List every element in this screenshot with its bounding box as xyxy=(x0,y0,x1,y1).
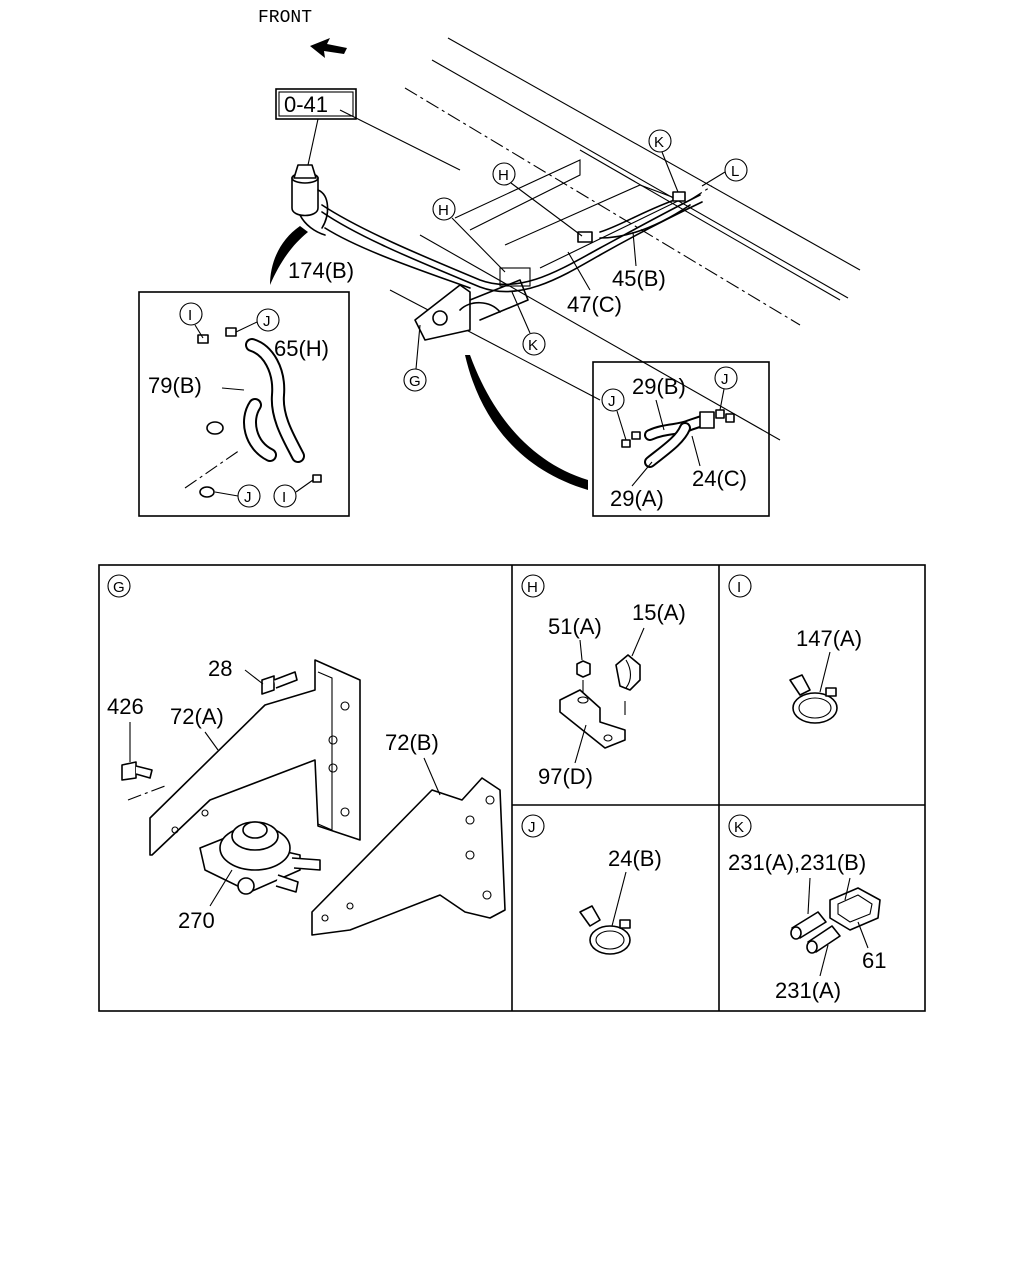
inset-right-frame xyxy=(592,361,770,517)
clamps-main xyxy=(577,185,713,243)
panel-h-letter: H xyxy=(521,574,545,598)
sleeves-231 xyxy=(790,911,841,954)
label-15a: 15(A) xyxy=(632,600,686,625)
label-28: 28 xyxy=(208,656,232,681)
label-45b: 45(B) xyxy=(612,266,666,291)
fuel-filter xyxy=(291,164,329,236)
bolt-426 xyxy=(121,761,166,801)
mounting-bracket xyxy=(414,267,531,341)
hose-assembly xyxy=(184,327,322,498)
callout-j-right: J xyxy=(714,366,738,411)
svg-text:K: K xyxy=(654,134,664,151)
label-97d: 97(D) xyxy=(538,764,593,789)
svg-text:L: L xyxy=(731,163,739,180)
label-24b: 24(B) xyxy=(608,846,662,871)
nut-51a xyxy=(576,660,591,692)
callout-j-top: J xyxy=(235,308,280,333)
svg-text:K: K xyxy=(528,337,538,354)
label-231a: 231(A) xyxy=(775,978,841,1003)
panel-k-letter: K xyxy=(728,814,752,838)
label-72b: 72(B) xyxy=(385,730,439,755)
callout-g: G xyxy=(403,324,427,392)
label-47c: 47(C) xyxy=(567,292,622,317)
detail-grid xyxy=(98,564,926,1012)
fuel-pipes xyxy=(321,194,703,293)
label-29a: 29(A) xyxy=(610,486,664,511)
bracket-72a xyxy=(149,659,361,856)
ref-box: 0-41 xyxy=(275,88,357,166)
panel-j-letter: J xyxy=(521,814,545,838)
inset-left-frame xyxy=(138,291,350,517)
svg-text:H: H xyxy=(498,167,509,184)
label-79b: 79(B) xyxy=(148,373,202,398)
svg-text:J: J xyxy=(608,393,616,410)
label-61: 61 xyxy=(862,948,886,973)
label-426: 426 xyxy=(107,694,144,719)
label-147a: 147(A) xyxy=(796,626,862,651)
callout-j-bottom: J xyxy=(214,484,261,508)
label-65h: 65(H) xyxy=(274,336,329,361)
bracket-97d xyxy=(559,689,626,749)
regulator-270 xyxy=(199,821,321,895)
callout-i-top: I xyxy=(179,302,204,339)
front-label: FRONT xyxy=(258,8,312,28)
hose-clamp-147a xyxy=(789,674,838,724)
callout-i-bottom: I xyxy=(273,479,314,508)
label-72a: 72(A) xyxy=(170,704,224,729)
svg-text:K: K xyxy=(734,819,744,836)
grommet-61 xyxy=(829,887,881,931)
ref-label: 0-41 xyxy=(284,92,328,117)
callout-h-upper: H xyxy=(492,162,583,237)
label-24c: 24(C) xyxy=(692,466,747,491)
svg-text:J: J xyxy=(263,313,271,330)
inset-arrows xyxy=(270,226,588,490)
label-270: 270 xyxy=(178,908,215,933)
frame-lines xyxy=(339,37,861,441)
svg-text:I: I xyxy=(737,579,741,596)
callout-l-top: L xyxy=(701,158,748,187)
panel-g-letter: G xyxy=(107,574,131,598)
label-231ab: 231(A),231(B) xyxy=(728,850,866,875)
svg-text:I: I xyxy=(188,307,192,324)
label-174b: 174(B) xyxy=(288,258,354,283)
svg-text:J: J xyxy=(721,371,729,388)
svg-text:J: J xyxy=(244,489,252,506)
bolt-28 xyxy=(261,671,298,695)
svg-text:H: H xyxy=(527,579,538,596)
svg-text:G: G xyxy=(113,579,125,596)
label-29b: 29(B) xyxy=(632,374,686,399)
bracket-72b xyxy=(311,777,506,936)
callout-j-left: J xyxy=(601,388,627,441)
label-51a: 51(A) xyxy=(548,614,602,639)
svg-text:G: G xyxy=(409,373,421,390)
callout-k-top: K xyxy=(648,129,679,193)
panel-i-letter: I xyxy=(728,574,752,598)
callout-k-lower: K xyxy=(511,291,546,356)
hose-assembly-right xyxy=(621,409,735,468)
clip-15a xyxy=(615,654,641,691)
hose-clamp-24b xyxy=(579,905,631,955)
svg-text:J: J xyxy=(528,819,536,836)
callout-h-left: H xyxy=(432,197,506,273)
svg-text:I: I xyxy=(282,489,286,506)
svg-text:H: H xyxy=(438,202,449,219)
front-arrow-icon xyxy=(310,38,347,58)
